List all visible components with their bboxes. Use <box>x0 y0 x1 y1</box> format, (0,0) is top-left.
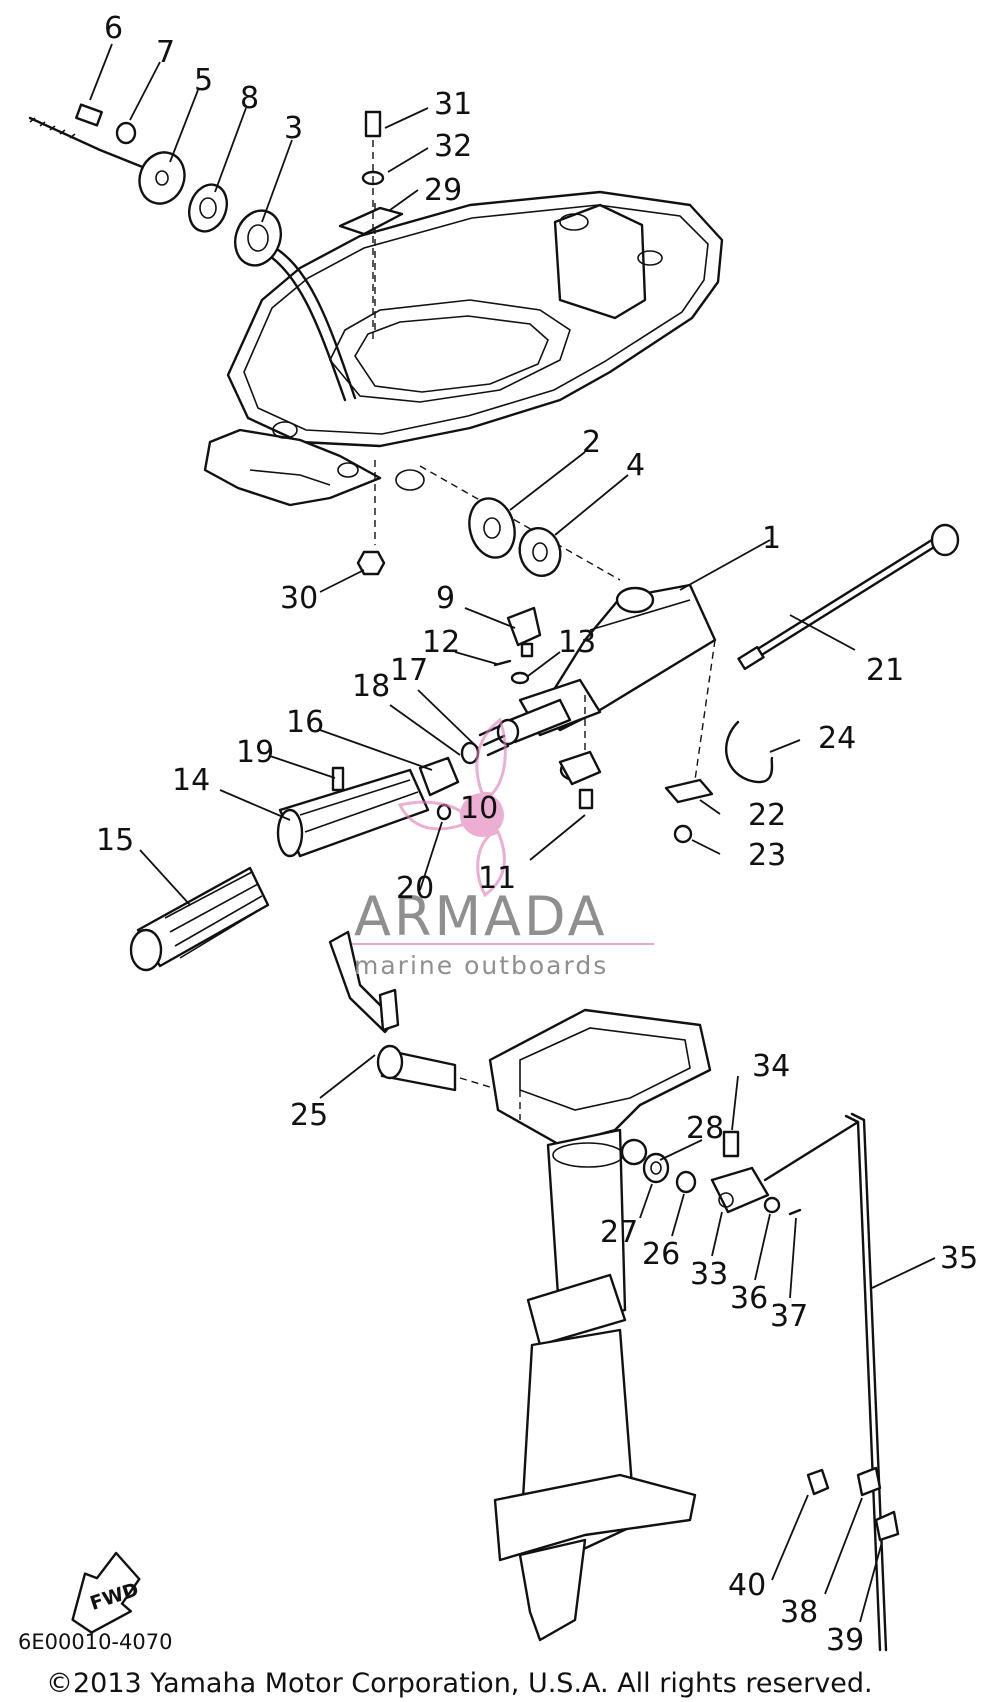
diagram-part-code: 6E00010-4070 <box>18 1630 172 1654</box>
clip-bolt-illustration <box>338 110 404 340</box>
part-label-25: 25 <box>290 1098 328 1133</box>
part-label-33: 33 <box>690 1257 728 1292</box>
tiller-bracket-illustration <box>518 583 717 781</box>
throttle-cable-illustration <box>28 116 357 402</box>
part-number-labels: 1 2 3 4 5 6 7 8 9 10 11 12 13 14 15 16 1… <box>96 11 978 1658</box>
part-label-39: 39 <box>826 1623 864 1658</box>
bracket-screw-illustration <box>664 778 714 844</box>
part-label-17: 17 <box>390 653 428 688</box>
leader-lines <box>89 43 936 1623</box>
part-label-36: 36 <box>730 1281 768 1316</box>
part-label-28: 28 <box>686 1111 724 1146</box>
part-label-15: 15 <box>96 823 134 858</box>
part-label-13: 13 <box>558 625 596 660</box>
part-label-8: 8 <box>240 81 259 116</box>
part-label-27: 27 <box>600 1215 638 1250</box>
part-label-24: 24 <box>818 721 856 756</box>
shift-lever-illustration <box>328 930 501 1092</box>
part-label-23: 23 <box>748 838 786 873</box>
lower-casing-illustration <box>488 1008 712 1642</box>
part-label-6: 6 <box>104 11 123 46</box>
part-label-11: 11 <box>478 861 516 896</box>
part-label-9: 9 <box>436 581 455 616</box>
watermark-tagline: marine outboards <box>354 951 608 980</box>
washers-illustration <box>620 1138 697 1194</box>
shift-rod-illustration <box>763 1112 888 1652</box>
copyright-notice: ©2013 Yamaha Motor Corporation, U.S.A. A… <box>46 1668 873 1699</box>
part-label-16: 16 <box>286 705 324 740</box>
part-label-26: 26 <box>642 1237 680 1272</box>
part-label-7: 7 <box>156 35 175 70</box>
part-label-18: 18 <box>352 669 390 704</box>
shift-bracket-illustration <box>710 1130 802 1216</box>
watermark-brand: ARMADA <box>354 885 608 948</box>
part-label-20: 20 <box>396 871 434 906</box>
fwd-direction-icon: FWD <box>71 1551 141 1634</box>
part-label-29: 29 <box>424 173 462 208</box>
screws-illustration <box>331 766 594 821</box>
part-label-10: 10 <box>460 791 498 826</box>
armada-logo-watermark: ARMADA marine outboards <box>352 717 654 980</box>
rod-joint-illustration <box>806 1466 900 1542</box>
switch-knob-illustration <box>493 606 542 685</box>
part-label-34: 34 <box>752 1049 790 1084</box>
part-label-3: 3 <box>284 111 303 146</box>
grip-cover-illustration <box>129 866 270 972</box>
part-label-31: 31 <box>434 87 472 122</box>
part-label-37: 37 <box>770 1299 808 1334</box>
nut-illustration <box>356 550 386 576</box>
part-label-14: 14 <box>172 763 210 798</box>
part-label-35: 35 <box>940 1241 978 1276</box>
part-label-4: 4 <box>626 448 645 483</box>
throttle-grip-illustration <box>276 768 430 858</box>
part-label-19: 19 <box>236 735 274 770</box>
part-label-12: 12 <box>422 625 460 660</box>
tiller-grommets-illustration <box>419 465 621 581</box>
part-label-40: 40 <box>728 1568 766 1603</box>
part-label-21: 21 <box>866 653 904 688</box>
part-label-38: 38 <box>780 1595 818 1630</box>
part-label-22: 22 <box>748 798 786 833</box>
stop-wire-illustration <box>725 720 774 784</box>
part-label-30: 30 <box>280 581 318 616</box>
grommet-set-illustration <box>75 103 282 267</box>
part-label-32: 32 <box>434 129 472 164</box>
part-label-5: 5 <box>194 63 213 98</box>
part-label-1: 1 <box>762 521 781 556</box>
part-label-2: 2 <box>582 425 601 460</box>
bottom-cowling-illustration <box>203 190 724 545</box>
steering-rod-illustration <box>737 523 960 671</box>
